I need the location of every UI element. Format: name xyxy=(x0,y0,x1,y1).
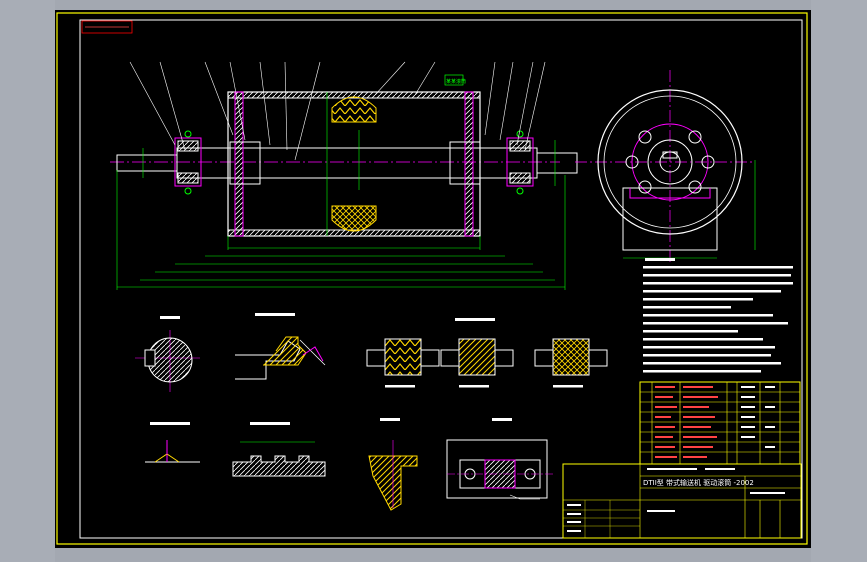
tag-box xyxy=(444,74,464,86)
detail-clamp-section xyxy=(368,418,418,511)
end-disc-right xyxy=(464,91,474,237)
bearing-left xyxy=(174,130,202,195)
bearing-housing-base xyxy=(622,187,718,251)
drum-outer-circle xyxy=(597,89,743,235)
hub-circle xyxy=(647,139,693,185)
viewport-right-margin xyxy=(811,0,867,562)
shaft-right-end xyxy=(536,152,578,174)
detail-weld-profile xyxy=(235,313,326,380)
part-leaders xyxy=(129,61,546,161)
parts-list-table xyxy=(639,381,801,465)
hub-left xyxy=(229,141,261,185)
keyway xyxy=(662,151,678,159)
drawing-number-box xyxy=(81,20,133,34)
vertical-dimensions xyxy=(142,92,556,236)
detail-section-a-a xyxy=(135,316,200,392)
bolt-holes xyxy=(625,130,715,194)
hub-right xyxy=(449,141,481,185)
housing-flange xyxy=(629,188,711,199)
inner-border xyxy=(79,19,803,539)
pulley-side-view xyxy=(575,70,756,265)
drum-inner-circle xyxy=(603,95,737,229)
bearing-right xyxy=(506,130,534,195)
lagging-pattern-top xyxy=(331,96,377,123)
lagging-type-views xyxy=(366,318,608,388)
outer-border xyxy=(56,12,808,545)
technical-notes xyxy=(643,258,793,373)
drawing-sheet: 某某滚筒 xyxy=(55,10,811,548)
title-block-text: DTII型 带式输送机 驱动滚筒 -2002 xyxy=(643,478,754,487)
lagging-pattern-bottom xyxy=(331,205,377,232)
bolt-circle xyxy=(631,123,709,201)
detail-groove-section xyxy=(232,422,326,477)
title-block: DTII型 带式输送机 驱动滚筒 -2002 xyxy=(562,463,802,539)
detail-bearing-housing-plan xyxy=(446,418,555,500)
horizontal-dimensions xyxy=(116,170,566,290)
shaft-left-end xyxy=(116,154,178,172)
end-disc-left xyxy=(234,91,244,237)
viewport-left-margin xyxy=(0,0,55,562)
shaft-body xyxy=(176,147,538,179)
pulley-main-view: 某某滚筒 xyxy=(110,61,578,290)
tag-label: 某某滚筒 xyxy=(446,78,466,85)
drawing-canvas: 某某滚筒 xyxy=(56,12,808,545)
detail-weld-symbol xyxy=(145,422,200,463)
